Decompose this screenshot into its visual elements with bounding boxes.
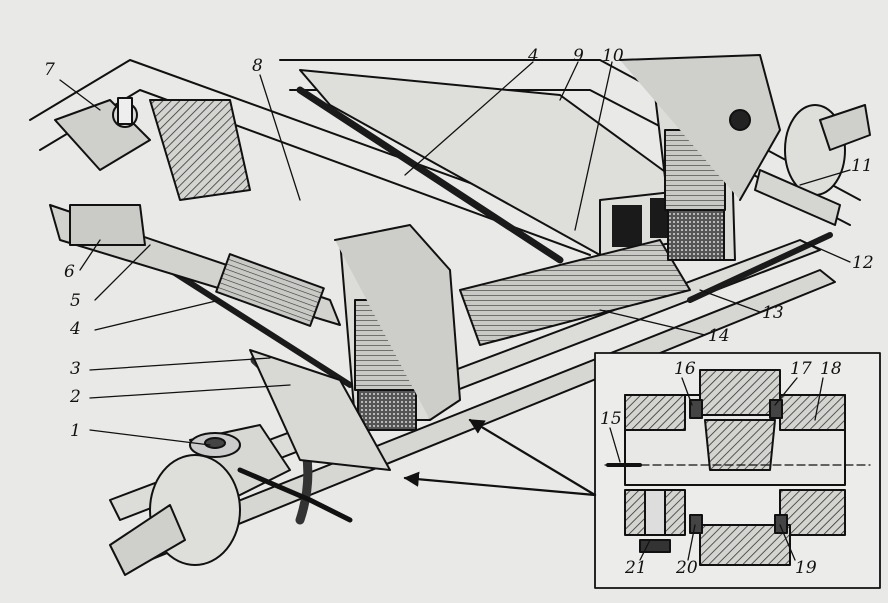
callout-12: 12 <box>852 253 874 273</box>
callout-2: 2 <box>70 387 81 407</box>
callout-20: 20 <box>676 558 698 578</box>
callout-10: 10 <box>602 46 624 66</box>
frame-rail-right <box>279 59 861 201</box>
callout-9: 9 <box>573 46 584 66</box>
callout-11: 11 <box>851 156 873 176</box>
pointer-arrow-lower <box>403 471 597 497</box>
pointer-arrow-upper <box>468 418 597 497</box>
lower-arm-left <box>249 349 391 471</box>
callout-4a: 4 <box>70 319 81 339</box>
callout-18: 18 <box>820 359 842 379</box>
front-axle-upper <box>109 239 821 521</box>
callout-17: 17 <box>790 359 812 379</box>
callout-8: 8 <box>252 56 263 76</box>
callout-5: 5 <box>70 291 81 311</box>
callout-14: 14 <box>708 326 730 346</box>
callout-3: 3 <box>70 359 81 379</box>
leader-lines <box>59 61 851 561</box>
callout-15: 15 <box>600 409 622 429</box>
tie-rod-right <box>687 232 833 303</box>
upper-arm-left <box>149 99 251 201</box>
callout-4b: 4 <box>528 46 539 66</box>
shock-absorber-tube <box>459 239 691 346</box>
section-body <box>604 369 871 566</box>
callout-13: 13 <box>762 303 784 323</box>
callout-21: 21 <box>625 558 647 578</box>
callout-19: 19 <box>795 558 817 578</box>
callout-1: 1 <box>70 421 81 441</box>
stabilizer-bar <box>296 86 564 264</box>
callout-16: 16 <box>674 359 696 379</box>
callout-6: 6 <box>64 262 75 282</box>
frame-rail-left <box>29 59 601 231</box>
callout-7: 7 <box>44 60 55 80</box>
